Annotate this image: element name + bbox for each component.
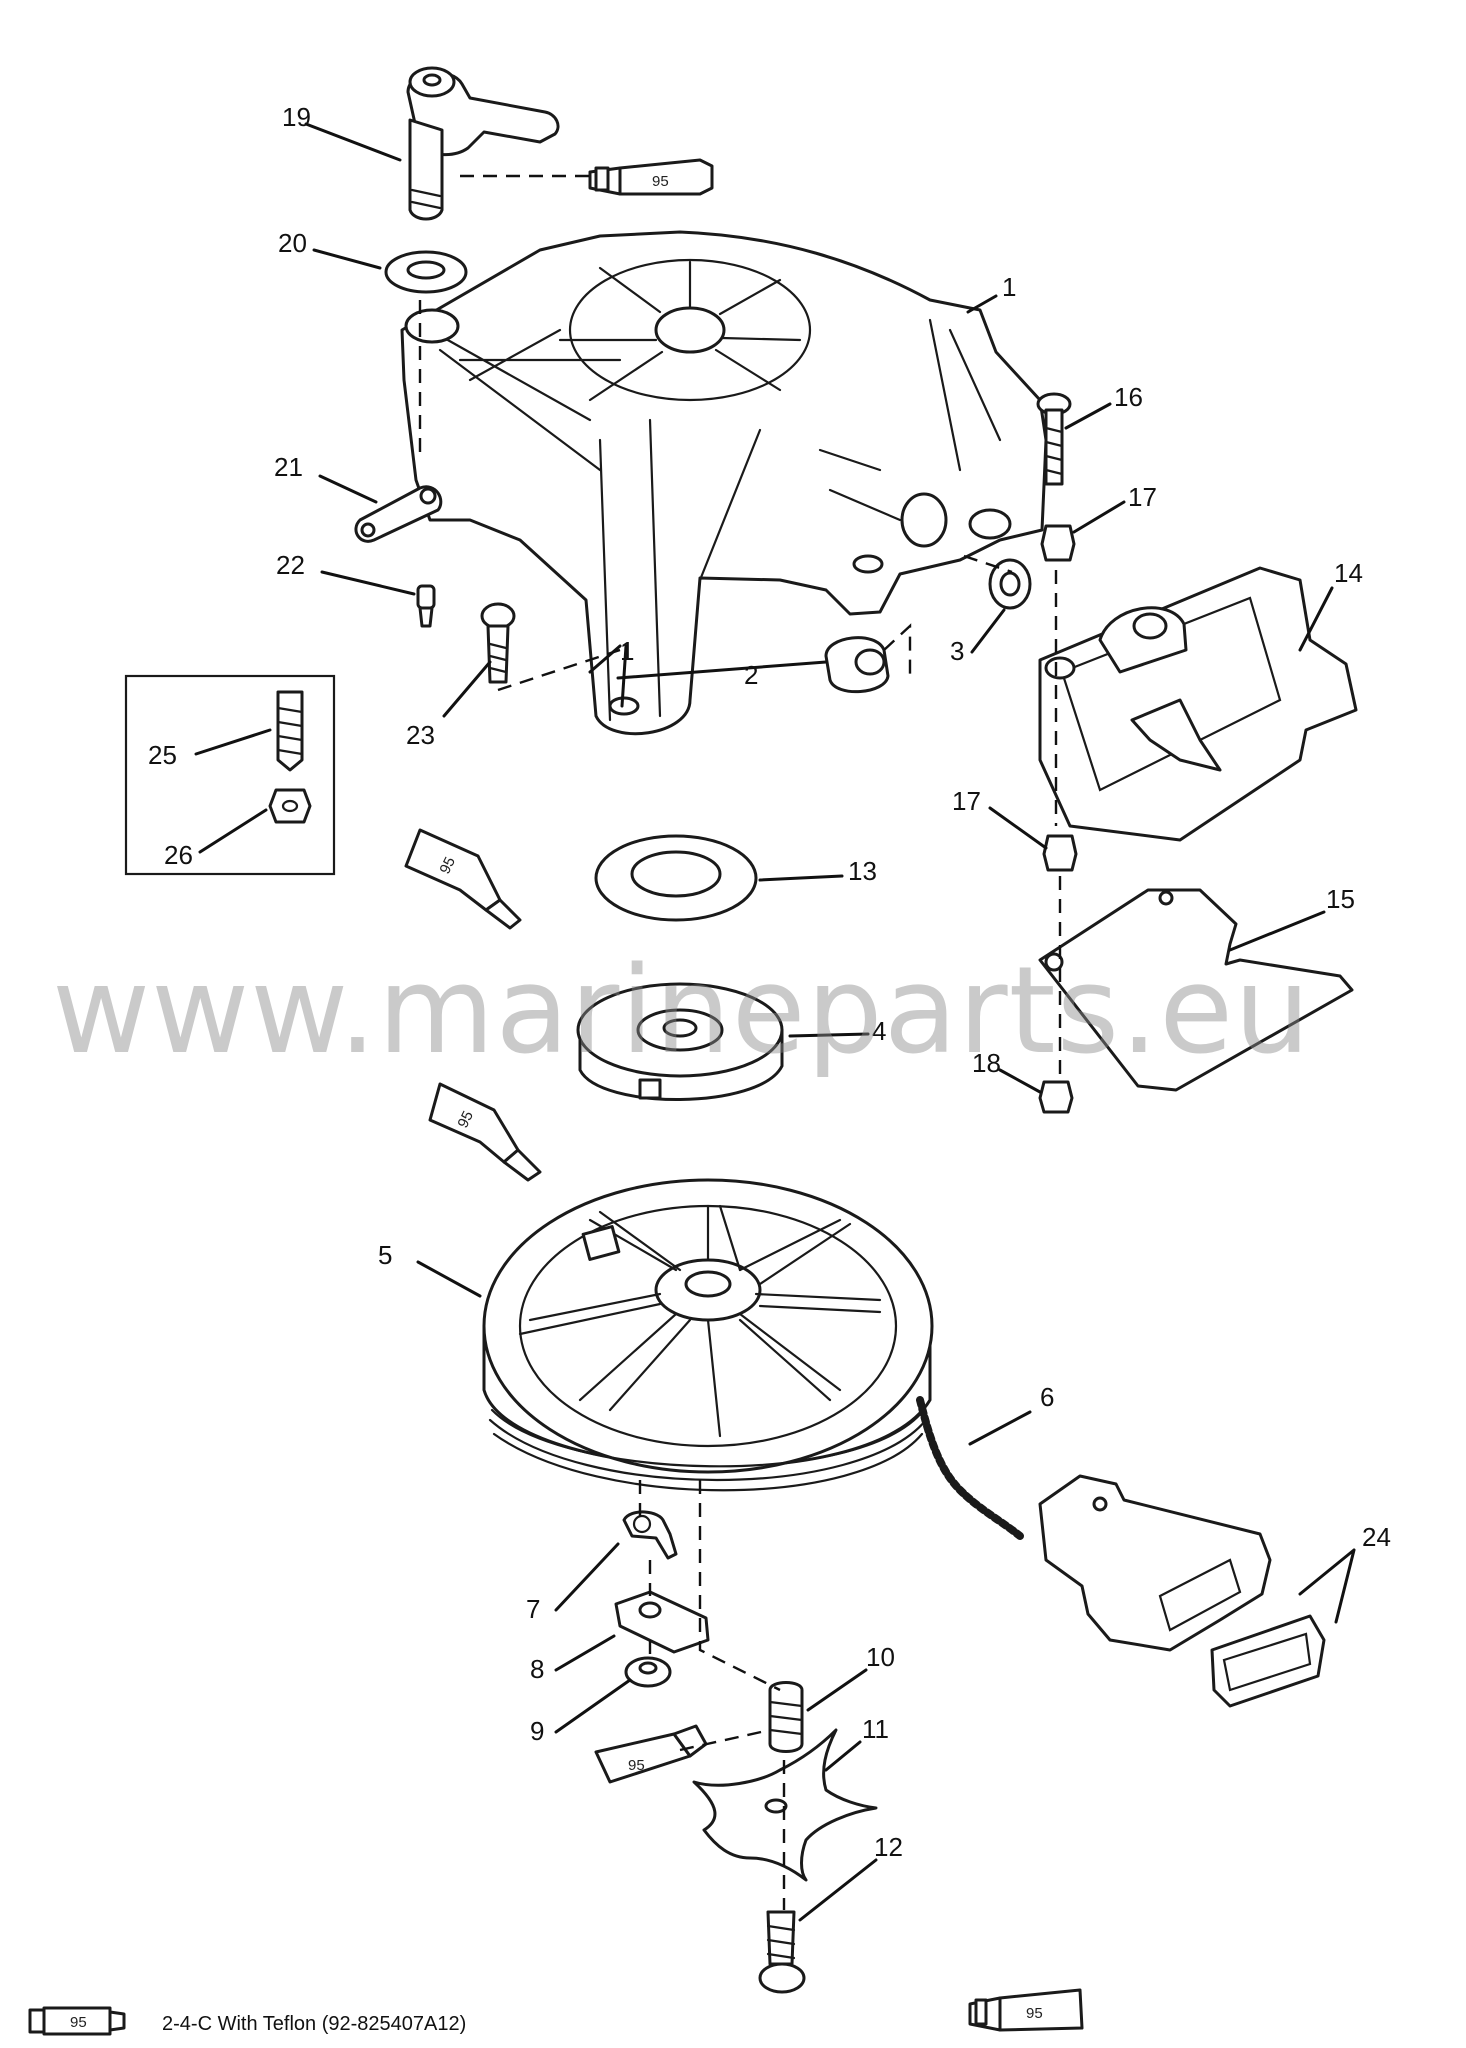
part-13-washer — [594, 834, 758, 922]
lube-tube-4: 95 — [594, 1724, 708, 1784]
callout-9: 9 — [530, 1716, 544, 1746]
lube-tube-3-label: 95 — [454, 1108, 477, 1130]
part-14-rope-guide — [1038, 566, 1358, 842]
lube-tube-2: 95 — [404, 828, 522, 930]
assembly-lines — [418, 174, 1062, 1910]
callout-2: 2 — [744, 660, 758, 690]
callout-11: 11 — [862, 1714, 889, 1744]
callout-10: 10 — [866, 1642, 895, 1672]
part-17-nut-lower — [1042, 834, 1078, 872]
part-11-friction-plate — [692, 1728, 878, 1882]
lube-tube-4-label: 95 — [628, 1757, 645, 1774]
part-12-bolt — [758, 1910, 806, 1994]
callout-22: 22 — [276, 550, 305, 580]
part-9-retainer — [624, 1656, 672, 1688]
part-4-spring-housing — [576, 982, 784, 1101]
part-2-bushing — [824, 636, 890, 694]
callout-8: 8 — [530, 1654, 544, 1684]
callout-17-lower: 17 — [952, 786, 981, 816]
callout-1-lower: 1 — [620, 636, 634, 666]
legend-tube-icon: 95 — [28, 2006, 126, 2036]
part-18-nut — [1038, 1080, 1074, 1114]
part-21-pawl-link — [354, 485, 443, 543]
part-5-pulley — [482, 1178, 934, 1492]
callout-12: 12 — [874, 1832, 903, 1862]
callout-15: 15 — [1326, 884, 1355, 914]
callout-24: 24 — [1362, 1522, 1391, 1552]
callout-20: 20 — [278, 228, 307, 258]
callout-7: 7 — [526, 1594, 540, 1624]
lube-tube-1: 95 — [588, 158, 714, 196]
legend: 95 2-4-C With Teflon (92-825407A12) — [28, 2006, 466, 2036]
watermark: www.marineparts.eu — [52, 942, 1311, 1081]
callout-5: 5 — [378, 1240, 392, 1270]
callout-25: 25 — [148, 740, 177, 770]
callout-18: 18 — [972, 1048, 1001, 1078]
part-15-plate — [1038, 888, 1354, 1092]
part-20-washer — [384, 250, 468, 294]
callout-13: 13 — [848, 856, 877, 886]
part-25-26-detail-box — [124, 674, 336, 876]
callout-21: 21 — [274, 452, 303, 482]
lube-tube-5-label: 95 — [1026, 2005, 1043, 2022]
callout-numbers: 19 20 1 16 17 21 22 23 1 2 3 14 17 15 18… — [148, 102, 1391, 1862]
callout-3: 3 — [950, 636, 964, 666]
callout-19: 19 — [282, 102, 311, 132]
lube-tube-3: 95 — [428, 1082, 542, 1182]
part-6-rope — [916, 1396, 1024, 1540]
part-10-spring — [768, 1681, 804, 1753]
part-22-screw — [416, 584, 436, 628]
callout-6: 6 — [1040, 1382, 1054, 1412]
part-17-nut-upper — [1040, 524, 1076, 562]
part-7-clip — [622, 1510, 678, 1560]
callout-17-upper: 17 — [1128, 482, 1157, 512]
part-3-washer — [988, 558, 1032, 610]
part-19-lever — [406, 66, 560, 221]
legend-tube-label: 95 — [70, 2014, 87, 2031]
callout-14: 14 — [1334, 558, 1363, 588]
callout-4: 4 — [872, 1016, 886, 1046]
callout-leaders — [194, 122, 1356, 1922]
callout-16: 16 — [1114, 382, 1143, 412]
lube-tube-1-label: 95 — [652, 173, 669, 190]
callout-23: 23 — [406, 720, 435, 750]
lube-tube-2-label: 95 — [436, 854, 459, 876]
part-8-pawl — [614, 1590, 710, 1654]
part-16-screw — [1036, 392, 1072, 486]
lube-tube-5: 95 — [968, 1988, 1084, 2032]
part-24-handle — [1038, 1474, 1326, 1708]
legend-text: 2-4-C With Teflon (92-825407A12) — [162, 2013, 466, 2035]
part-23-bolt — [480, 602, 516, 684]
part-1-starter-housing — [400, 230, 1048, 736]
callout-1: 1 — [1002, 272, 1016, 302]
callout-26: 26 — [164, 840, 193, 870]
